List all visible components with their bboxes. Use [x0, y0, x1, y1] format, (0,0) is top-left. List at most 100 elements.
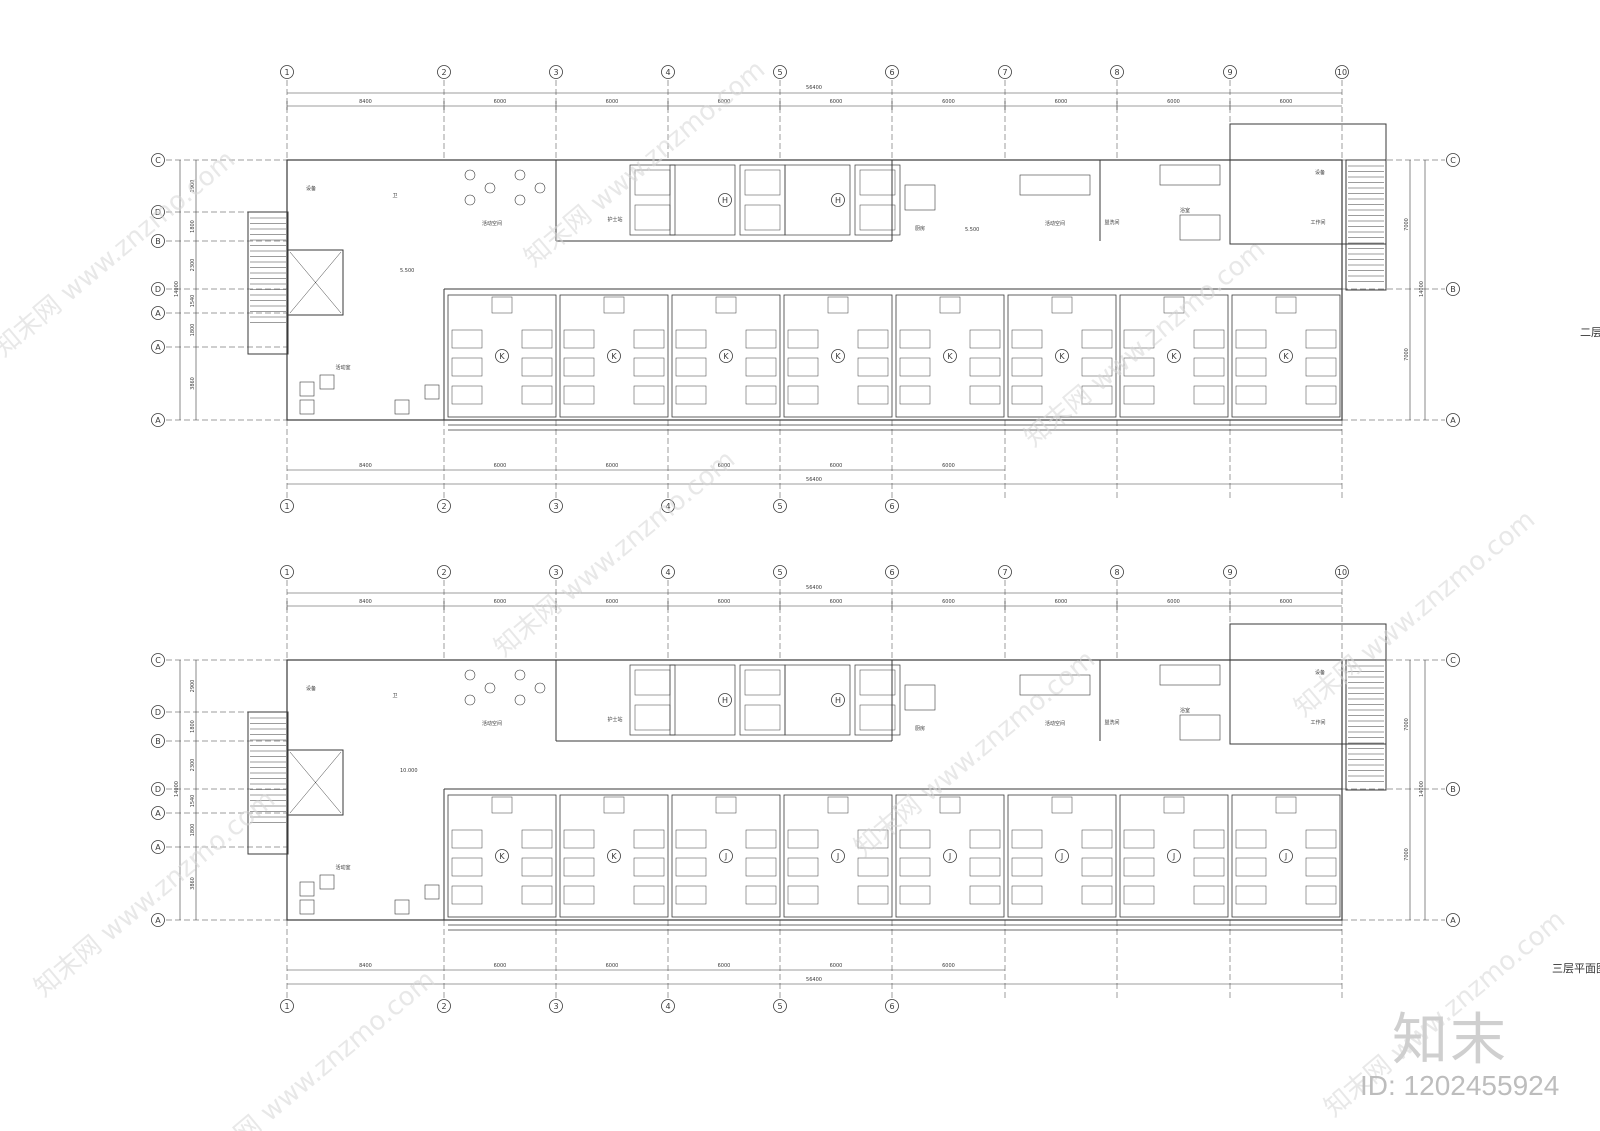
ward-block	[1007, 294, 1117, 418]
chair	[464, 694, 476, 706]
grid-bubble-bottom-6	[885, 499, 899, 513]
bed	[969, 829, 1001, 849]
label-activity-space: 活动空间	[482, 220, 502, 227]
bed	[857, 829, 889, 849]
label-equipment: 设备	[306, 185, 316, 192]
label-equipment-2: 设备	[1315, 169, 1325, 176]
dimension-total-bottom: 56400	[806, 477, 822, 483]
stairwell-right	[1229, 623, 1387, 791]
watermark-site-text: 知末网 www.znzmo.com	[849, 645, 1101, 864]
bed	[899, 885, 931, 905]
grid-bubble-top-5-text: 5	[777, 568, 782, 577]
label-bath: 浴室	[1180, 207, 1190, 214]
dimension-vertical-left-total: 14000	[174, 781, 180, 797]
grid-bubble-left-A	[151, 306, 165, 320]
grid-bubble-bottom-1-text: 1	[284, 1002, 289, 1011]
dimension-span-bottom: 6000	[718, 463, 731, 469]
bed	[634, 669, 671, 696]
bed	[1081, 357, 1113, 377]
grid-bubble-bottom-6	[885, 999, 899, 1013]
grid-bubble-left-A	[151, 413, 165, 427]
ward-room	[739, 164, 786, 236]
dimension-span-top: 6000	[1055, 599, 1068, 605]
dimension-vertical-right: 7000	[1404, 848, 1410, 861]
dimension-vertical-left: 3860	[190, 877, 196, 890]
grid-bubble-top-4	[661, 65, 675, 79]
ward-block	[447, 294, 557, 418]
grid-bubble-top-10-text: 10	[1337, 568, 1347, 577]
bed	[1123, 885, 1155, 905]
armchair	[299, 399, 315, 415]
room-marker-text: J	[1172, 852, 1175, 861]
ward-block	[1231, 794, 1341, 918]
dimension-span-bottom: 6000	[494, 463, 507, 469]
bed	[745, 885, 777, 905]
dining-table	[904, 684, 936, 711]
bed	[857, 385, 889, 405]
grid-bubble-left-A-text: A	[155, 809, 161, 818]
grid-bubble-top-1-text: 1	[284, 68, 289, 77]
dimension-vertical-left: 3860	[190, 377, 196, 390]
bed	[521, 829, 553, 849]
room-marker	[607, 849, 621, 863]
bed	[675, 857, 707, 877]
dimension-span-bottom: 6000	[606, 963, 619, 969]
label-lounge: 活动室	[335, 364, 350, 371]
elevation-mark-2: 5.500	[965, 227, 979, 233]
label-equipment: 设备	[306, 685, 316, 692]
ward-room	[784, 164, 851, 236]
grid-bubble-bottom-4-text: 4	[665, 1002, 670, 1011]
building-outline	[286, 659, 1343, 921]
room-marker	[943, 349, 957, 363]
room-marker-text: J	[948, 852, 951, 861]
grid-bubble-left-D-text: D	[155, 708, 161, 717]
grid-bubble-left-A-text: A	[155, 343, 161, 352]
grid-bubble-bottom-5	[773, 499, 787, 513]
sofa-set	[1019, 674, 1091, 696]
grid-bubble-right-A-text: A	[1450, 916, 1456, 925]
washroom	[1051, 296, 1073, 314]
grid-bubble-bottom-3	[549, 999, 563, 1013]
grid-bubble-left-D	[151, 782, 165, 796]
ward-block	[1007, 794, 1117, 918]
bed	[675, 385, 707, 405]
grid-bubble-bottom-4	[661, 499, 675, 513]
dimension-vertical-left: 1800	[190, 324, 196, 337]
bed	[859, 669, 896, 696]
bed	[1305, 829, 1337, 849]
grid-bubble-top-5	[773, 565, 787, 579]
washroom	[491, 796, 513, 814]
room-marker	[831, 349, 845, 363]
plan-caption-third-floor: 三层平面图	[1552, 962, 1600, 975]
room-marker-text: K	[1059, 352, 1065, 361]
grid-bubble-left-A-text: A	[155, 843, 161, 852]
bed	[633, 385, 665, 405]
bed	[634, 204, 671, 231]
grid-bubble-top-2	[437, 565, 451, 579]
grid-bubble-left-D-text: D	[155, 785, 161, 794]
ward-room	[739, 664, 786, 736]
bed	[857, 329, 889, 349]
dimension-vertical-left: 2300	[190, 259, 196, 272]
bed	[633, 857, 665, 877]
grid-bubble-top-4	[661, 565, 675, 579]
bed	[1123, 857, 1155, 877]
dimension-total-bottom: 56400	[806, 977, 822, 983]
dimension-vertical-right-total: 14000	[1419, 781, 1425, 797]
bed	[1081, 829, 1113, 849]
room-marker-text: K	[499, 352, 505, 361]
bed	[1235, 885, 1267, 905]
room-marker	[719, 349, 733, 363]
washroom	[603, 796, 625, 814]
bed	[521, 329, 553, 349]
grid-bubble-right-B	[1446, 282, 1460, 296]
bed	[744, 204, 781, 231]
chair	[464, 169, 476, 181]
ward-block	[671, 294, 781, 418]
grid-bubble-left-C	[151, 153, 165, 167]
dimension-span-top: 6000	[1167, 99, 1180, 105]
dimension-span-top: 6000	[494, 99, 507, 105]
grid-bubble-bottom-1-text: 1	[284, 502, 289, 511]
bed	[899, 857, 931, 877]
